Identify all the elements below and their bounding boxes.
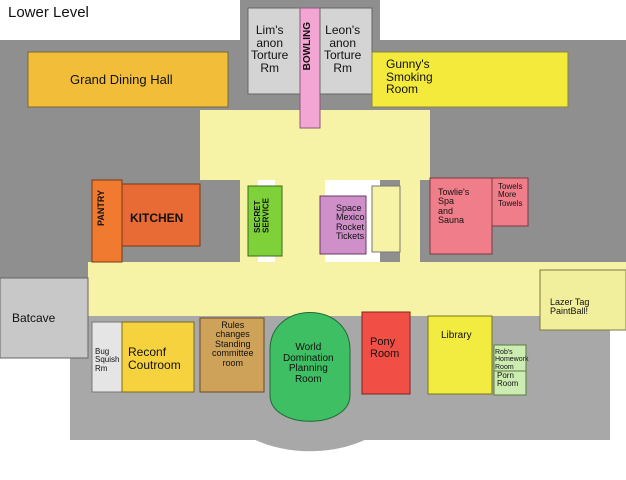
page-title: Lower Level	[8, 4, 89, 21]
label-towlies-spa: Towlie's Spa and Sauna	[438, 187, 470, 226]
room-grand-dining-hall	[27, 51, 229, 108]
room-kitchen	[121, 183, 201, 247]
label-pony: Pony Room	[370, 336, 400, 360]
label-bug-squish: Bug Squish Rm	[95, 347, 120, 373]
label-pantry: PANTRY	[96, 190, 106, 226]
room-lims-torture	[247, 7, 301, 95]
label-robs-homework: Rob's Homework Room	[495, 349, 529, 371]
room-batcave	[0, 277, 89, 359]
room-rules-committee	[199, 317, 265, 393]
room-gunnys-smoking	[371, 51, 569, 108]
label-kitchen: KITCHEN	[130, 211, 184, 225]
room-pantry	[91, 179, 123, 263]
label-batcave: Batcave	[12, 311, 56, 325]
label-space-mexico: Space Mexico Rocket Tickets	[336, 203, 365, 242]
room-secret-service	[247, 185, 283, 257]
label-secret-service: SECRET SERVICE	[253, 198, 271, 233]
label-lims-torture: Lim's anon Torture Rm	[251, 23, 289, 75]
label-porn: Porn Room	[497, 371, 519, 389]
label-leons-torture: Leon's anon Torture Rm	[324, 23, 362, 75]
room-library	[427, 315, 493, 395]
building-shell-bottom-curve	[210, 395, 410, 452]
label-lazer-tag: Lazer Tag PaintBall!	[550, 297, 590, 317]
corridor-right-vertical	[400, 175, 420, 280]
room-towels	[491, 177, 529, 227]
room-space-mexico	[319, 195, 367, 255]
label-bowling: BOWLING	[302, 22, 313, 71]
corridor-center-vertical	[275, 170, 325, 280]
corridor-main-horizontal	[88, 262, 626, 316]
label-library: Library	[441, 330, 472, 341]
room-bug-squish	[91, 321, 123, 393]
label-world-domination: World Domination Planning Room	[283, 342, 334, 385]
room-robs-homework	[493, 344, 527, 372]
room-leons-torture	[319, 7, 373, 95]
label-reconf-courtroom: Reconf Coutroom	[128, 345, 181, 372]
label-gunnys-smoking: Gunny's Smoking Room	[386, 57, 433, 97]
label-towels: Towels More Towels	[498, 182, 523, 208]
room-porn	[493, 370, 527, 396]
label-grand-dining-hall: Grand Dining Hall	[70, 72, 173, 87]
room-pony	[361, 311, 411, 395]
room-world-domination	[269, 312, 351, 422]
stairwell-right	[371, 185, 401, 253]
label-rules-committee: Rules changes Standing committee room	[212, 320, 254, 368]
room-lazer-tag	[539, 269, 626, 331]
room-reconf-courtroom	[121, 321, 195, 393]
